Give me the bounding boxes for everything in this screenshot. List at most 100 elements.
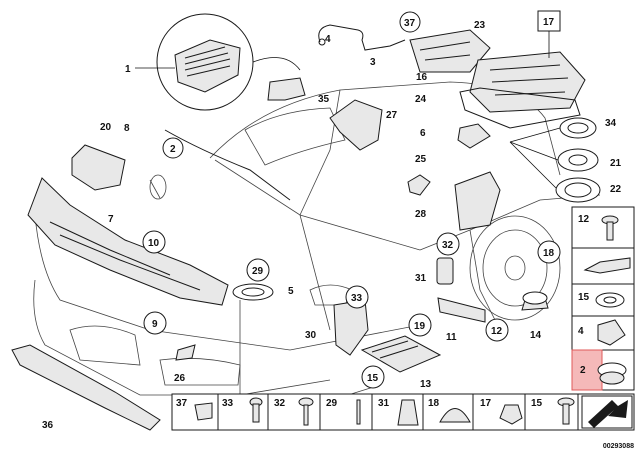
grommet-15-icon[interactable] bbox=[595, 292, 625, 308]
part-23-bracket[interactable] bbox=[409, 29, 491, 73]
svg-text:5: 5 bbox=[288, 286, 294, 297]
bottom-label-32: 32 bbox=[274, 398, 286, 409]
part-13-cover-mat[interactable] bbox=[360, 335, 442, 373]
plug-2-icon[interactable] bbox=[597, 362, 627, 385]
part-6-clip[interactable] bbox=[457, 123, 491, 149]
svg-text:32: 32 bbox=[442, 240, 454, 251]
bottom-label-17: 17 bbox=[480, 398, 492, 409]
clip-37-icon[interactable] bbox=[194, 402, 213, 421]
part-1-air-grille[interactable] bbox=[156, 13, 301, 111]
part-27-panel[interactable] bbox=[329, 99, 383, 151]
part-24-seal[interactable] bbox=[459, 87, 581, 129]
label-27: 27 bbox=[386, 110, 398, 121]
label-3: 3 bbox=[370, 57, 376, 68]
svg-text:17: 17 bbox=[480, 398, 492, 409]
hardware-bottom-strip: 37 33 32 29 31 18 17 15 bbox=[171, 393, 635, 431]
part-4-cable[interactable] bbox=[318, 24, 406, 51]
label-17: 17 bbox=[543, 17, 555, 28]
part-8-seal-strip[interactable] bbox=[164, 129, 291, 201]
label-14: 14 bbox=[530, 330, 542, 341]
cap-18-icon[interactable] bbox=[439, 408, 471, 423]
label-34: 34 bbox=[605, 118, 617, 129]
screw-33-icon[interactable] bbox=[249, 397, 263, 423]
side-label-4: 4 bbox=[578, 326, 584, 337]
svg-text:34: 34 bbox=[605, 118, 617, 129]
svg-text:15: 15 bbox=[367, 373, 379, 384]
label-19: 19 bbox=[414, 321, 426, 332]
label-15: 15 bbox=[367, 373, 379, 384]
svg-text:12: 12 bbox=[578, 214, 590, 225]
pin-19-icon[interactable] bbox=[583, 257, 631, 274]
label-30: 30 bbox=[305, 330, 317, 341]
buffer-31-icon[interactable] bbox=[397, 399, 419, 426]
label-18: 18 bbox=[543, 248, 555, 259]
svg-text:15: 15 bbox=[531, 398, 543, 409]
part-21-grommet[interactable] bbox=[557, 148, 599, 172]
svg-text:14: 14 bbox=[530, 330, 542, 341]
nut-17-icon[interactable] bbox=[499, 404, 523, 425]
part-25-clip[interactable] bbox=[407, 174, 431, 196]
svg-text:17: 17 bbox=[543, 17, 555, 28]
svg-text:6: 6 bbox=[420, 128, 426, 139]
bottom-label-15: 15 bbox=[531, 398, 543, 409]
bottom-label-31: 31 bbox=[378, 398, 390, 409]
part-30-bracket[interactable] bbox=[333, 299, 369, 356]
label-28: 28 bbox=[415, 209, 427, 220]
svg-text:26: 26 bbox=[174, 373, 186, 384]
clip-4-icon[interactable] bbox=[597, 319, 626, 346]
label-10: 10 bbox=[148, 238, 160, 249]
svg-text:24: 24 bbox=[415, 94, 427, 105]
label-20: 20 bbox=[100, 122, 112, 133]
svg-text:29: 29 bbox=[326, 398, 338, 409]
label-2a: 2 bbox=[170, 144, 176, 155]
label-22: 22 bbox=[610, 184, 622, 195]
side-label-12: 12 bbox=[578, 214, 590, 225]
part-17-tray[interactable] bbox=[469, 51, 586, 113]
label-32: 32 bbox=[442, 240, 454, 251]
svg-text:20: 20 bbox=[100, 122, 112, 133]
part-14-plug[interactable] bbox=[521, 291, 549, 311]
svg-text:12: 12 bbox=[491, 326, 503, 337]
svg-text:16: 16 bbox=[416, 72, 428, 83]
label-9: 9 bbox=[152, 319, 158, 330]
part-11-strip[interactable] bbox=[437, 297, 486, 323]
part-26-bracket[interactable] bbox=[175, 344, 196, 361]
bottom-label-33: 33 bbox=[222, 398, 234, 409]
svg-text:7: 7 bbox=[108, 214, 114, 225]
label-36: 36 bbox=[42, 420, 54, 431]
svg-text:35: 35 bbox=[318, 94, 330, 105]
svg-text:13: 13 bbox=[420, 379, 432, 390]
svg-text:4: 4 bbox=[578, 326, 584, 337]
part-29-ring[interactable] bbox=[232, 283, 274, 301]
screw-12-icon[interactable] bbox=[601, 215, 619, 241]
screw-32-icon[interactable] bbox=[298, 397, 314, 426]
pin-29-icon[interactable] bbox=[356, 399, 361, 425]
svg-text:21: 21 bbox=[610, 158, 622, 169]
label-21: 21 bbox=[610, 158, 622, 169]
svg-text:10: 10 bbox=[148, 238, 160, 249]
svg-text:37: 37 bbox=[176, 398, 188, 409]
arrow-icon bbox=[581, 395, 633, 429]
part-28-fuel-flap[interactable] bbox=[454, 171, 501, 231]
part-35-bracket[interactable] bbox=[267, 77, 306, 101]
svg-text:33: 33 bbox=[351, 293, 363, 304]
label-6: 6 bbox=[420, 128, 426, 139]
label-11: 11 bbox=[446, 332, 457, 343]
svg-text:11: 11 bbox=[446, 332, 457, 343]
svg-text:29: 29 bbox=[252, 266, 264, 277]
part-31-buffer[interactable] bbox=[436, 257, 454, 285]
part-22-grommet[interactable] bbox=[555, 177, 601, 203]
label-8: 8 bbox=[124, 123, 130, 134]
svg-text:31: 31 bbox=[378, 398, 390, 409]
label-7: 7 bbox=[108, 214, 114, 225]
screw-15-icon[interactable] bbox=[557, 397, 575, 425]
svg-text:31: 31 bbox=[415, 273, 427, 284]
side-label-2: 2 bbox=[580, 365, 586, 376]
part-34-grommet[interactable] bbox=[559, 117, 597, 139]
label-12: 12 bbox=[491, 326, 503, 337]
diagram-code: 00293088 bbox=[602, 443, 634, 450]
part-7-cowl-panel[interactable] bbox=[27, 177, 229, 306]
part-20-bracket[interactable] bbox=[71, 144, 126, 191]
svg-text:23: 23 bbox=[474, 20, 486, 31]
part-36-bumper-strip[interactable] bbox=[11, 344, 161, 431]
